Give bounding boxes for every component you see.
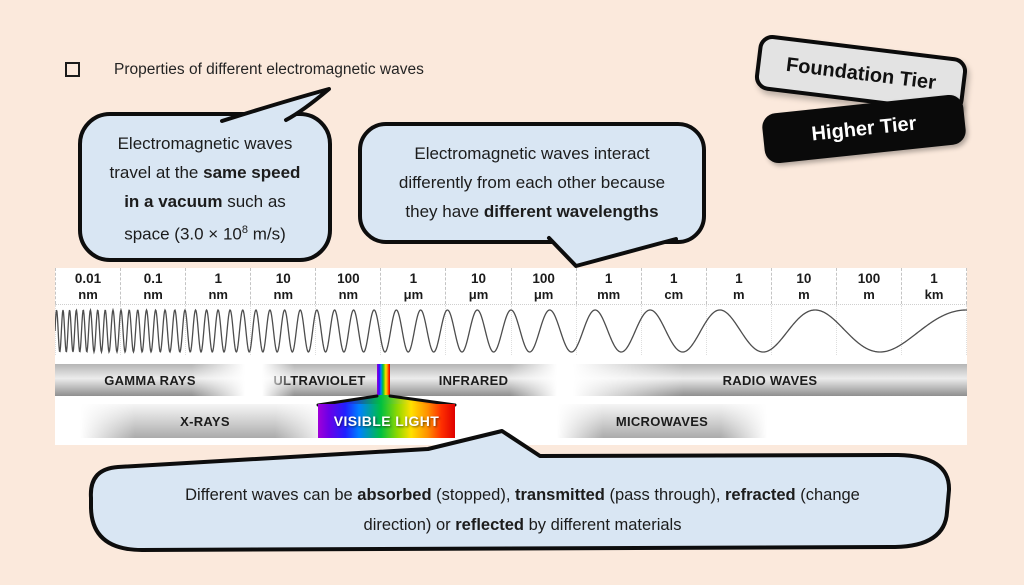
checkbox-icon[interactable] <box>65 62 80 77</box>
scale-value: 10 <box>796 271 812 286</box>
band-visible-light: VISIBLE LIGHT <box>318 404 455 438</box>
gridline-cell <box>381 305 447 355</box>
scale-value: 0.1 <box>143 271 163 286</box>
band-ultraviolet: ULTRAVIOLET <box>262 364 377 396</box>
text-line: travel at the same speed <box>109 163 301 182</box>
em-wave-path <box>55 307 967 355</box>
text-line: Electromagnetic waves interact <box>414 144 650 163</box>
scale-value: 1 <box>409 271 418 286</box>
gridline-cell <box>837 305 903 355</box>
gridline-cell <box>186 305 252 355</box>
scale-value: 100 <box>857 271 881 286</box>
text-line: differently from each other because <box>398 173 666 192</box>
band-x-rays: X-RAYS <box>80 404 330 438</box>
band-gamma-rays: GAMMA RAYS <box>55 364 245 396</box>
band-infrared: INFRARED <box>390 364 557 396</box>
text-line: space (3.0 × 108 m/s) <box>124 224 286 244</box>
gridline-cell <box>577 305 642 355</box>
text-line: in a vacuum such as <box>124 192 286 211</box>
scale-unit: km <box>924 287 944 302</box>
scale-value: 100 <box>337 271 360 286</box>
em-wave <box>55 307 967 355</box>
visible-light-strip <box>377 364 390 396</box>
badge-higher-tier: Higher Tier <box>760 93 968 165</box>
scale-unit: μm <box>403 287 424 302</box>
bubble-different-wavelengths-text: Electromagnetic waves interact differentl… <box>362 139 702 226</box>
text-line: direction) or reflected by different mat… <box>363 516 682 534</box>
scale-unit: m <box>863 287 875 302</box>
scale-unit: nm <box>78 287 98 302</box>
gridline-cell <box>772 305 837 355</box>
text-line: Different waves can be absorbed (stopped… <box>185 486 860 504</box>
text-line: Electromagnetic waves <box>117 134 293 153</box>
text-line: they have different wavelengths <box>405 202 659 221</box>
scale-value: 10 <box>470 271 487 286</box>
scale-value: 1 <box>604 271 613 286</box>
scale-unit: nm <box>338 287 359 302</box>
scale-unit: μm <box>533 287 554 302</box>
scale-unit: nm <box>143 287 163 302</box>
wave-gridlines <box>55 305 968 355</box>
scale-unit: cm <box>664 287 684 302</box>
gridline-cell <box>902 305 968 355</box>
gridline-cell <box>316 305 382 355</box>
bubble-interaction-text: Different waves can be absorbed (stopped… <box>95 480 950 540</box>
gridline-cell <box>446 305 512 355</box>
gridline-cell <box>121 305 187 355</box>
band-microwaves: MICROWAVES <box>557 404 767 438</box>
scale-value: 10 <box>275 271 291 286</box>
bubble-same-speed: Electromagnetic waves travel at the same … <box>78 112 332 262</box>
page-title: Properties of different electromagnetic … <box>114 61 424 78</box>
gridline-cell <box>251 305 317 355</box>
scale-unit: μm <box>468 287 489 302</box>
gridline-cell <box>512 305 577 355</box>
scale-value: 1 <box>214 271 222 286</box>
scale-unit: nm <box>208 287 228 302</box>
scale-unit: m <box>733 287 745 302</box>
scale-value: 0.01 <box>74 271 102 286</box>
bubble-different-wavelengths: Electromagnetic waves interact differentl… <box>358 122 706 244</box>
gridline-cell <box>642 305 707 355</box>
scale-value: 100 <box>532 271 555 286</box>
scale-unit: m <box>798 287 810 302</box>
scale-value: 1 <box>669 271 678 286</box>
scale-unit: mm <box>597 287 621 302</box>
band-radio-waves: RADIO WAVES <box>573 364 967 396</box>
gridline-cell <box>707 305 772 355</box>
scale-value: 1 <box>930 271 938 286</box>
bubble-same-speed-text: Electromagnetic waves travel at the same … <box>82 129 328 249</box>
scale-value: 1 <box>735 271 743 286</box>
scale-unit: nm <box>273 287 294 302</box>
